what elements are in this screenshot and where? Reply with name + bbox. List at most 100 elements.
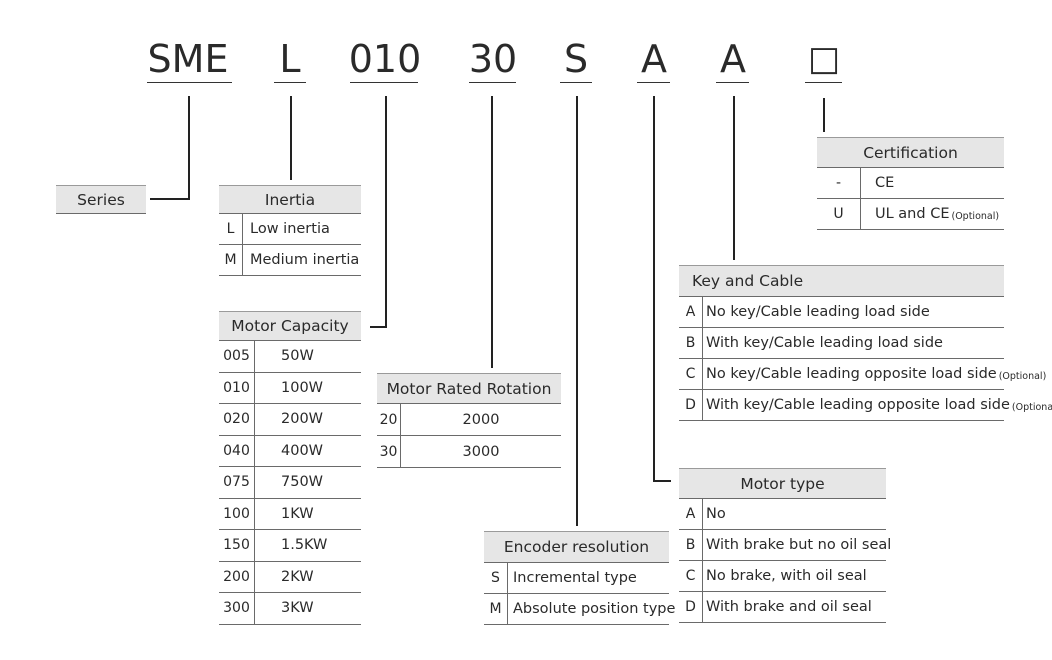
code-series: SME [147, 37, 229, 81]
optional-note: (Optional) [998, 370, 1047, 382]
motor-capacity-header: Motor Capacity [219, 311, 361, 341]
row-text-value: With key/Cable leading opposite load sid… [706, 397, 1010, 413]
table-row: 20 2000 [377, 404, 561, 436]
row-code: U [817, 199, 861, 229]
row-code: 005 [219, 341, 255, 372]
row-text-value: With key/Cable leading load side [706, 335, 943, 351]
row-text-value: 2KW [281, 568, 314, 585]
row-code: S [484, 563, 508, 593]
code-inertia: L [279, 37, 301, 81]
underline-encoder [560, 82, 592, 83]
code-capacity: 010 [348, 37, 422, 81]
row-text: Incremental type [513, 570, 637, 586]
row-text-value: 50W [281, 348, 314, 365]
row-text: 1KW [255, 499, 361, 530]
row-text: No [703, 499, 886, 529]
key-and-cable-header: Key and Cable [679, 265, 1004, 297]
connector-encoder-v [576, 96, 578, 526]
row-text-value: 1.5KW [281, 537, 328, 554]
table-row: 005 50W [219, 341, 361, 373]
row-text-value: With brake but no oil seal [706, 537, 892, 553]
row-text-value: No key/Cable leading opposite load side [706, 366, 997, 382]
row-code: 300 [219, 593, 255, 624]
row-code: 100 [219, 498, 255, 529]
row-text: 1.5KW [255, 530, 361, 561]
table-row: M Medium inertia [219, 245, 361, 276]
series-label: Series [56, 185, 146, 214]
row-text-value: 400W [281, 442, 324, 459]
row-code: L [219, 214, 243, 244]
row-text-value: UL and CE [875, 206, 950, 222]
table-row: L Low inertia [219, 214, 361, 245]
certification-header: Certification [817, 137, 1004, 168]
row-code: 30 [377, 436, 401, 467]
underline-inertia [274, 82, 306, 83]
inertia-table: L Low inertia M Medium inertia [219, 214, 361, 276]
connector-key-cable-v [733, 96, 735, 260]
inertia-header: Inertia [219, 185, 361, 214]
row-text: With brake but no oil seal [703, 530, 891, 560]
code-encoder: S [563, 37, 589, 81]
connector-certification-v [823, 98, 825, 132]
row-code: M [484, 594, 508, 624]
row-text-value: No [706, 506, 726, 522]
table-row: 30 3000 [377, 436, 561, 468]
row-text-value: No key/Cable leading load side [706, 304, 930, 320]
underline-series [147, 82, 232, 83]
row-text: 3000 [462, 443, 500, 460]
row-text: No key/Cable leading load side [703, 297, 1004, 327]
row-text: 3KW [255, 593, 361, 624]
row-text: 2000 [462, 411, 500, 428]
table-row: S Incremental type [484, 563, 669, 594]
row-text: 400W [255, 436, 361, 467]
row-code: 20 [377, 404, 401, 435]
row-code: 200 [219, 561, 255, 592]
row-code: B [679, 530, 703, 560]
connector-series-h [150, 198, 190, 200]
underline-key-cable [716, 82, 749, 83]
underline-motor-type [637, 82, 670, 83]
underline-certification [805, 82, 842, 83]
row-code: D [679, 592, 703, 622]
row-text: With key/Cable leading load side [703, 328, 1004, 358]
row-code: B [679, 328, 703, 358]
row-text: Absolute position type [513, 601, 676, 617]
row-code: A [679, 297, 703, 327]
motor-type-header: Motor type [679, 468, 886, 499]
row-code: D [679, 390, 703, 420]
table-row: M Absolute position type [484, 594, 676, 625]
row-text-value: 750W [281, 474, 324, 491]
connector-series-v [188, 96, 190, 200]
row-text-value: 1KW [281, 505, 314, 522]
table-row: 200 2KW [219, 561, 361, 593]
row-text: With key/Cable leading opposite load sid… [703, 390, 1052, 420]
row-text: CE [861, 168, 1004, 198]
row-text-value: 100W [281, 379, 324, 396]
row-text: 100W [255, 373, 361, 404]
row-text: No key/Cable leading opposite load side(… [703, 359, 1046, 389]
code-rotation: 30 [468, 37, 518, 81]
motor-rated-rotation-table: 20 2000 30 3000 [377, 404, 561, 468]
connector-motor-type-v [653, 96, 655, 482]
table-row: 300 3KW [219, 593, 361, 625]
row-text-value: No brake, with oil seal [706, 568, 867, 584]
encoder-resolution-table: S Incremental type M Absolute position t… [484, 563, 676, 625]
row-code: 150 [219, 530, 255, 561]
row-text: Medium inertia [250, 252, 360, 268]
row-text-value: 200W [281, 411, 324, 428]
table-row: 100 1KW [219, 498, 361, 530]
row-text: No brake, with oil seal [703, 561, 886, 591]
row-text: 750W [255, 467, 361, 498]
row-text: 200W [255, 404, 361, 435]
row-text-value: 3KW [281, 600, 314, 617]
row-text: With brake and oil seal [703, 592, 886, 622]
connector-motor-type-h [653, 480, 671, 482]
